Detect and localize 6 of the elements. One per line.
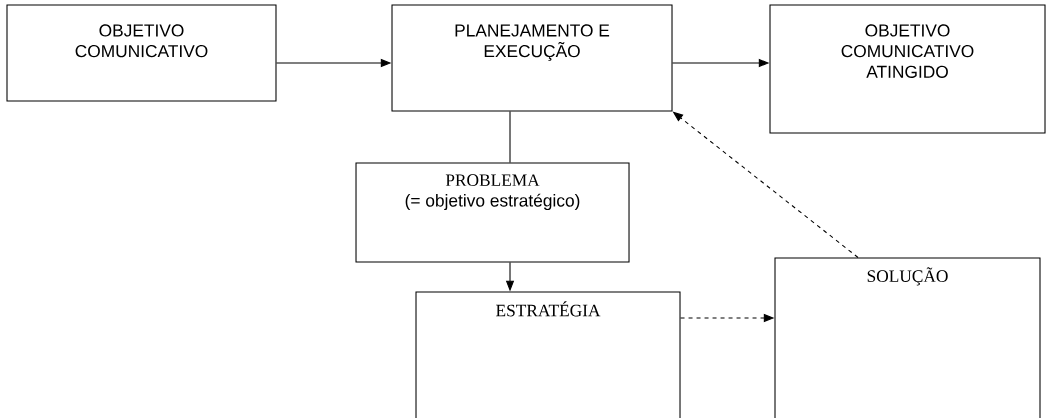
text-box: PROBLEMA (= objetivo estratégico) bbox=[355, 162, 630, 263]
text-box: SOLUÇÃO bbox=[774, 257, 1041, 418]
text-box: OBJETIVO COMUNICATIVO bbox=[6, 4, 277, 102]
text-box: ESTRATÉGIA bbox=[415, 291, 681, 418]
text-box: OBJETIVO COMUNICATIVO ATINGIDO bbox=[769, 4, 1046, 134]
text-box: PLANEJAMENTO E EXECUÇÃO bbox=[391, 4, 673, 112]
